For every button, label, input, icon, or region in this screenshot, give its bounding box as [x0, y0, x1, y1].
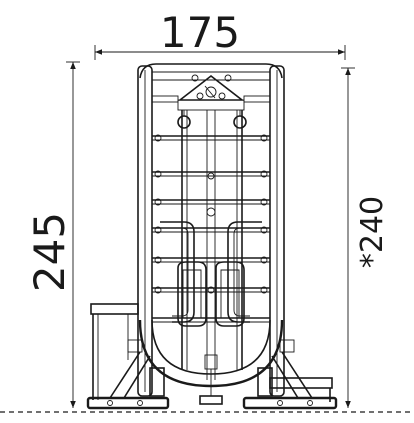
left-bench-support [90, 303, 139, 400]
left-upright [137, 65, 153, 397]
upper-pulleys [177, 110, 247, 129]
center-loops [177, 261, 245, 327]
left-handle [160, 221, 195, 323]
guide-rods [181, 110, 243, 380]
right-handle [227, 221, 262, 323]
reference-height-dimension: *240 [341, 67, 390, 408]
top-frame [139, 63, 283, 79]
left-leg [109, 339, 165, 399]
width-dimension: 175 [94, 8, 346, 60]
rung-knobs [154, 134, 268, 294]
width-dimension-label: 175 [160, 8, 240, 57]
right-leg [257, 339, 313, 399]
top-pulley-housing [177, 74, 245, 111]
right-bench-support [269, 377, 333, 402]
right-upright [269, 65, 285, 397]
height-dimension: 245 [25, 61, 80, 408]
height-dimension-label: 245 [25, 212, 74, 292]
frame-rungs [152, 135, 270, 323]
machine-frame [86, 63, 338, 410]
base-feet [86, 395, 338, 410]
reference-height-dimension-label: *240 [355, 196, 390, 268]
